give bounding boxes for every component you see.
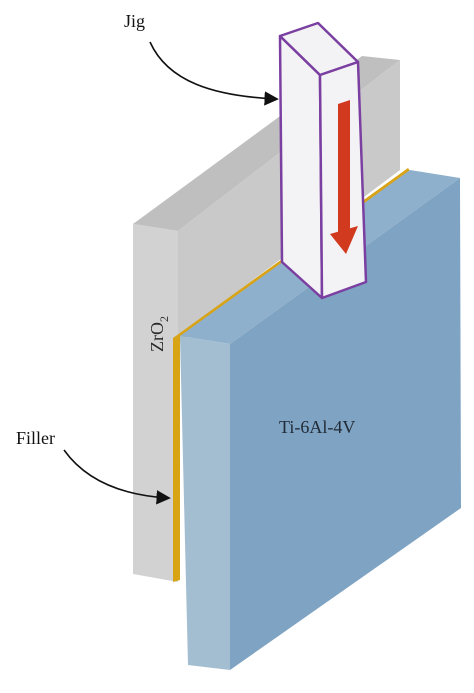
zro2-label-subscript: 2 [157, 316, 171, 322]
zro2-label: ZrO2 [147, 316, 171, 352]
curved-arrow-icon [63, 449, 171, 505]
jig-block [278, 21, 368, 300]
filler-pointer [63, 449, 171, 505]
jig-pointer [149, 41, 279, 106]
filler-label: Filler [16, 428, 55, 448]
zro2-label-base: ZrO [147, 322, 167, 352]
arrow-down-icon-shaft [338, 100, 350, 236]
ti-alloy-plate-front-face [230, 178, 461, 670]
arrow-down-icon [330, 100, 358, 254]
jig-label: Jig [124, 11, 145, 31]
ti-alloy-label: Ti-6Al-4V [279, 417, 355, 437]
arrow-down-icon-head [330, 226, 358, 254]
zro2-plate-front-face [133, 224, 178, 582]
jig-block-front-face [278, 34, 324, 300]
curved-arrow-icon [149, 41, 279, 106]
ti-alloy-plate-left-face [180, 336, 230, 670]
